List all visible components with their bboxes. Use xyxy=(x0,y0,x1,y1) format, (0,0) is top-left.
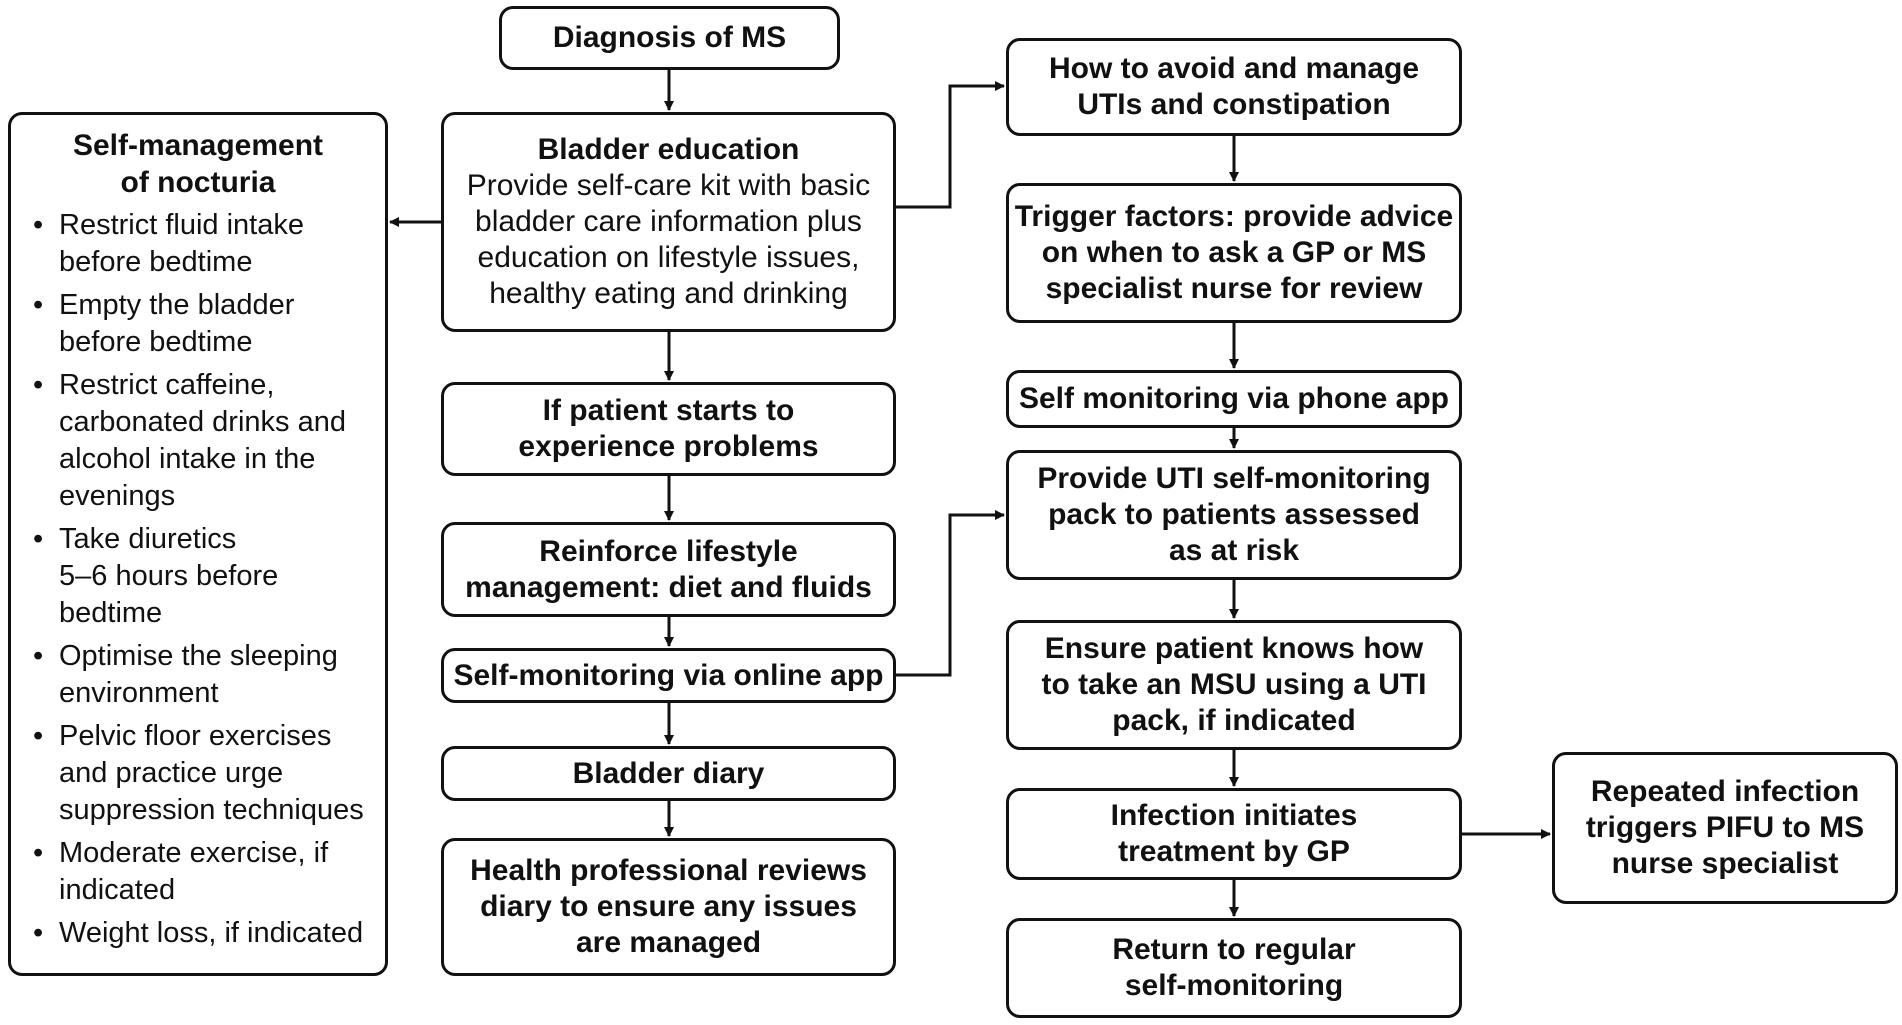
nocturia-item-line: suppression techniques xyxy=(59,794,364,826)
uti-pack-box: Provide UTI self-monitoring pack to pati… xyxy=(1006,450,1462,580)
return-monitoring-text-line: self-monitoring xyxy=(1124,969,1344,1002)
bladder-education-box: Bladder education Provide self-care kit … xyxy=(441,112,896,332)
nocturia-item: • Empty the bladder before bedtime xyxy=(27,287,369,361)
return-monitoring-text-line: Return to regular xyxy=(1112,933,1356,966)
arrow-online-app-to-uti-pack xyxy=(896,510,1005,677)
msu-box: Ensure patient knows how to take an MSU … xyxy=(1006,620,1462,750)
bladder-education-text-line: Provide self-care kit with basic xyxy=(466,169,871,202)
nocturia-item-line: Empty the bladder xyxy=(59,289,295,321)
bullet-icon: • xyxy=(33,523,44,555)
bladder-diary-box: Bladder diary xyxy=(441,746,896,801)
nocturia-item-line: before bedtime xyxy=(59,246,253,278)
nocturia-item-line: alcohol intake in the xyxy=(59,443,316,475)
nocturia-item-line: Weight loss, if indicated xyxy=(59,917,364,949)
phone-app-box: Self monitoring via phone app xyxy=(1006,370,1462,428)
bladder-education-text-line: healthy eating and drinking xyxy=(489,277,848,310)
bladder-education-text-line: bladder care information plus xyxy=(475,205,862,238)
reinforce-lifestyle-text-line: management: diet and fluids xyxy=(465,570,872,604)
bladder-education-text-line: education on lifestyle issues, xyxy=(477,241,860,274)
reinforce-lifestyle-text-line: Reinforce lifestyle xyxy=(539,534,798,568)
bullet-icon: • xyxy=(33,837,44,869)
bladder-diary-label: Bladder diary xyxy=(572,756,765,790)
pifu-text-line: Repeated infection xyxy=(1590,775,1860,808)
bullet-icon: • xyxy=(33,209,44,241)
nocturia-item-line: bedtime xyxy=(59,597,163,629)
health-review-text-line: are managed xyxy=(575,926,762,959)
nocturia-item: • Moderate exercise, if indicated xyxy=(27,835,369,909)
nocturia-title-line: of nocturia xyxy=(120,166,276,199)
nocturia-list: • Restrict fluid intake before bedtime •… xyxy=(27,207,369,958)
bullet-icon: • xyxy=(33,289,44,321)
utis-constipation-box: How to avoid and manage UTIs and constip… xyxy=(1006,38,1462,136)
reinforce-lifestyle-box: Reinforce lifestyle management: diet and… xyxy=(441,522,896,617)
infection-text-line: Infection initiates xyxy=(1110,799,1358,832)
bladder-education-title: Bladder education xyxy=(537,133,800,166)
nocturia-item-line: 5–6 hours before xyxy=(59,560,279,592)
nocturia-item-line: Pelvic floor exercises xyxy=(59,720,332,752)
uti-pack-text-line: pack to patients assessed xyxy=(1048,498,1420,531)
online-app-label: Self-monitoring via online app xyxy=(453,658,884,692)
arrow-education-to-utis xyxy=(896,81,1005,209)
nocturia-title: Self-management of nocturia xyxy=(27,127,369,201)
infection-text-line: treatment by GP xyxy=(1118,835,1350,868)
infection-box: Infection initiates treatment by GP xyxy=(1006,788,1462,880)
trigger-factors-box: Trigger factors: provide advice on when … xyxy=(1006,183,1462,323)
health-review-box: Health professional reviews diary to ens… xyxy=(441,838,896,976)
nocturia-item-line: Optimise the sleeping xyxy=(59,640,338,672)
pifu-box: Repeated infection triggers PIFU to MS n… xyxy=(1552,752,1898,904)
trigger-factors-text-line: specialist nurse for review xyxy=(1045,272,1423,305)
nocturia-item-line: before bedtime xyxy=(59,326,253,358)
nocturia-item-line: evenings xyxy=(59,480,176,512)
msu-text-line: pack, if indicated xyxy=(1112,704,1356,737)
nocturia-item-line: and practice urge xyxy=(59,757,284,789)
bullet-icon: • xyxy=(33,720,44,752)
phone-app-label: Self monitoring via phone app xyxy=(1018,382,1450,415)
utis-constipation-text-line: UTIs and constipation xyxy=(1077,88,1391,121)
trigger-factors-text-line: on when to ask a GP or MS xyxy=(1041,236,1427,269)
patient-problems-box: If patient starts to experience problems xyxy=(441,382,896,476)
nocturia-item-line: Take diuretics xyxy=(59,523,237,555)
nocturia-item-line: Restrict fluid intake xyxy=(59,209,304,241)
health-review-text-line: diary to ensure any issues xyxy=(480,890,857,923)
diagnosis-label: Diagnosis of MS xyxy=(552,21,787,54)
nocturia-item-line: Restrict caffeine, xyxy=(59,369,275,401)
pifu-text-line: nurse specialist xyxy=(1611,847,1839,880)
nocturia-item: • Pelvic floor exercises and practice ur… xyxy=(27,718,369,829)
nocturia-item-line: environment xyxy=(59,677,219,709)
nocturia-item: • Weight loss, if indicated xyxy=(27,915,369,952)
diagnosis-box: Diagnosis of MS xyxy=(499,6,840,70)
msu-text-line: to take an MSU using a UTI xyxy=(1041,668,1427,701)
msu-text-line: Ensure patient knows how xyxy=(1044,632,1424,665)
trigger-factors-text-line: Trigger factors: provide advice xyxy=(1014,200,1454,233)
nocturia-item-line: carbonated drinks and xyxy=(59,406,346,438)
patient-problems-text-line: experience problems xyxy=(518,430,819,463)
nocturia-item: • Take diuretics 5–6 hours before bedtim… xyxy=(27,521,369,632)
bullet-icon: • xyxy=(33,640,44,672)
nocturia-item-line: Moderate exercise, if xyxy=(59,837,329,869)
patient-problems-text-line: If patient starts to xyxy=(542,394,795,427)
nocturia-item: • Restrict fluid intake before bedtime xyxy=(27,207,369,281)
nocturia-item: • Restrict caffeine, carbonated drinks a… xyxy=(27,367,369,515)
online-app-box: Self-monitoring via online app xyxy=(441,648,896,703)
nocturia-title-line: Self-management xyxy=(72,129,324,162)
uti-pack-text-line: Provide UTI self-monitoring xyxy=(1037,462,1431,495)
return-monitoring-box: Return to regular self-monitoring xyxy=(1006,918,1462,1018)
health-review-text-line: Health professional reviews xyxy=(470,854,867,887)
bullet-icon: • xyxy=(33,917,44,949)
nocturia-box: Self-management of nocturia • Restrict f… xyxy=(8,112,388,976)
pifu-text-line: triggers PIFU to MS xyxy=(1585,811,1865,844)
uti-pack-text-line: as at risk xyxy=(1168,534,1300,567)
nocturia-item: • Optimise the sleeping environment xyxy=(27,638,369,712)
nocturia-item-line: indicated xyxy=(59,874,176,906)
bullet-icon: • xyxy=(33,369,44,401)
utis-constipation-text-line: How to avoid and manage xyxy=(1048,52,1420,85)
